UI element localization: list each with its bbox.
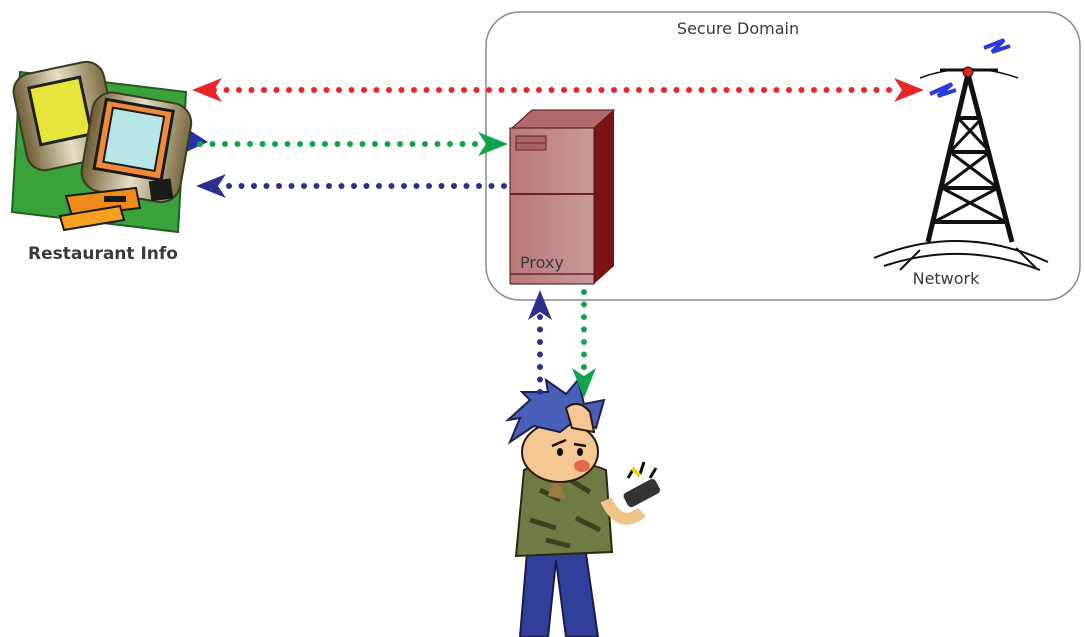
restaurant-computer-icon — [10, 60, 208, 234]
connection-arrows — [192, 78, 924, 398]
red-arrowhead-right — [894, 78, 924, 102]
proxy-label: Proxy — [520, 253, 564, 272]
network-tower-icon: Network — [873, 38, 1049, 288]
secure-domain-label: Secure Domain — [677, 19, 799, 38]
mobile-user-illustration — [504, 377, 661, 637]
blue-arrowhead-computer — [196, 174, 226, 198]
green-arrowhead-proxy — [478, 132, 508, 156]
proxy-server-icon: Proxy — [509, 109, 616, 285]
network-label: Network — [913, 269, 981, 288]
restaurant-info-label: Restaurant Info — [28, 244, 178, 264]
red-arrowhead-left — [192, 78, 222, 102]
green-arrowhead-user — [572, 368, 596, 398]
blue-arrowhead-proxy — [528, 290, 552, 320]
secure-domain-box: Secure Domain — [485, 11, 1081, 301]
